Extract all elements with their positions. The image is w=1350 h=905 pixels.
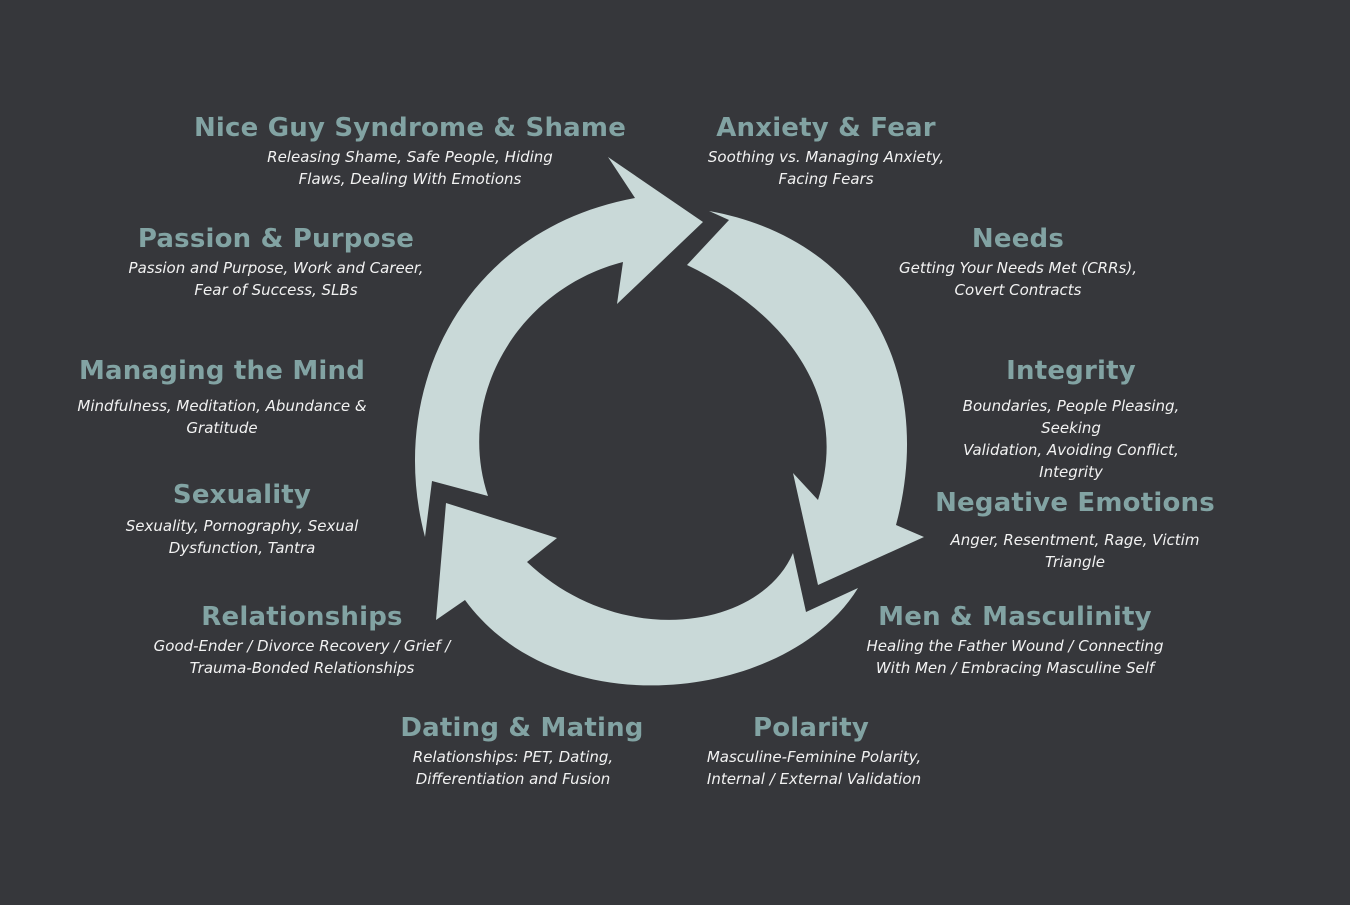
topic-description-line: Internal / External Validation [706, 770, 922, 788]
topic-description: Anger, Resentment, Rage, Victim Triangle [935, 529, 1215, 573]
topic-description: Boundaries, People Pleasing, Seeking Val… [932, 395, 1211, 483]
topic-description-line: Masculine-Feminine Polarity, [706, 748, 922, 766]
topic-integrity: Integrity Boundaries, People Pleasing, S… [932, 356, 1211, 483]
topic-title: Dating & Mating [400, 713, 644, 743]
topic-description: Passion and Purpose, Work and Career, Fe… [129, 257, 424, 301]
topic-description-line: Validation, Avoiding Conflict, Integrity [963, 441, 1179, 481]
topic-description-line: Facing Fears [778, 170, 874, 188]
topic-title: Managing the Mind [78, 356, 366, 386]
topic-passion-purpose: Passion & Purpose Passion and Purpose, W… [129, 224, 424, 301]
topic-description-line: Releasing Shame, Safe People, Hiding [267, 148, 553, 166]
topic-description: Good-Ender / Divorce Recovery / Grief / … [154, 635, 451, 679]
topic-description-line: Fear of Success, SLBs [194, 281, 358, 299]
topic-description-line: Flaws, Dealing With Emotions [298, 170, 522, 188]
topic-description: Sexuality, Pornography, Sexual Dysfuncti… [126, 515, 359, 559]
topic-men-masculinity: Men & Masculinity Healing the Father Wou… [867, 602, 1164, 679]
topic-description-line: Soothing vs. Managing Anxiety, [707, 148, 945, 166]
topic-description-line: Healing the Father Wound / Connecting [866, 637, 1164, 655]
topic-description-line: Boundaries, People Pleasing, Seeking [962, 397, 1180, 437]
topic-description: Relationships: PET, Dating, Differentiat… [391, 746, 634, 790]
topic-sexuality: Sexuality Sexuality, Pornography, Sexual… [126, 480, 359, 559]
topic-description-line: Getting Your Needs Met (CRRs), [899, 259, 1137, 277]
topic-title: Integrity [1006, 356, 1136, 386]
topic-description: Releasing Shame, Safe People, Hiding Fla… [194, 146, 626, 190]
topic-anxiety-fear: Anxiety & Fear Soothing vs. Managing Anx… [708, 113, 944, 190]
topic-description-line: Passion and Purpose, Work and Career, [128, 259, 424, 277]
topic-title: Polarity [752, 713, 870, 743]
topic-description-line: Sexuality, Pornography, Sexual [125, 517, 359, 535]
topic-description-line: Gratitude [186, 419, 258, 437]
topic-title: Sexuality [172, 480, 312, 510]
topic-description: Soothing vs. Managing Anxiety, Facing Fe… [708, 146, 944, 190]
topic-description: Getting Your Needs Met (CRRs), Covert Co… [899, 257, 1137, 301]
topic-polarity: Polarity Masculine-Feminine Polarity, In… [704, 713, 921, 790]
topic-description-line: Relationships: PET, Dating, [412, 748, 614, 766]
topic-managing-the-mind: Managing the Mind Mindfulness, Meditatio… [77, 356, 366, 439]
topic-title: Needs [971, 224, 1065, 254]
topic-description-line: Covert Contracts [954, 281, 1082, 299]
topic-dating-mating: Dating & Mating Relationships: PET, Dati… [400, 713, 643, 790]
topic-nice-guy-syndrome: Nice Guy Syndrome & Shame Releasing Sham… [194, 113, 626, 190]
topic-relationships: Relationships Good-Ender / Divorce Recov… [154, 602, 451, 679]
topic-title: Passion & Purpose [137, 224, 415, 254]
topic-description: Healing the Father Wound / Connecting Wi… [867, 635, 1164, 679]
topic-description: Mindfulness, Meditation, Abundance & Gra… [77, 395, 366, 439]
cycle-arrow-right [687, 211, 924, 585]
topic-description-line: With Men / Embracing Masculine Self [875, 659, 1155, 677]
topic-title: Relationships [201, 602, 403, 632]
topic-description-line: Good-Ender / Divorce Recovery / Grief / [153, 637, 451, 655]
topic-description-line: Trauma-Bonded Relationships [189, 659, 415, 677]
topic-title: Anxiety & Fear [716, 113, 936, 143]
topic-description-line: Dysfunction, Tantra [168, 539, 316, 557]
topic-description-line: Mindfulness, Meditation, Abundance & [77, 397, 367, 415]
topic-description-line: Differentiation and Fusion [415, 770, 611, 788]
topic-description: Masculine-Feminine Polarity, Internal / … [707, 746, 921, 790]
topic-description-line: Anger, Resentment, Rage, Victim Triangle [950, 531, 1200, 571]
topic-title: Men & Masculinity [878, 602, 1152, 632]
topic-title: Negative Emotions [935, 488, 1215, 518]
cycle-arrow-bottom [436, 503, 858, 686]
cycle-arrow-top-left [414, 157, 703, 537]
topic-title: Nice Guy Syndrome & Shame [193, 113, 627, 143]
topic-needs: Needs Getting Your Needs Met (CRRs), Cov… [899, 224, 1137, 301]
topic-negative-emotions: Negative Emotions Anger, Resentment, Rag… [935, 488, 1215, 573]
